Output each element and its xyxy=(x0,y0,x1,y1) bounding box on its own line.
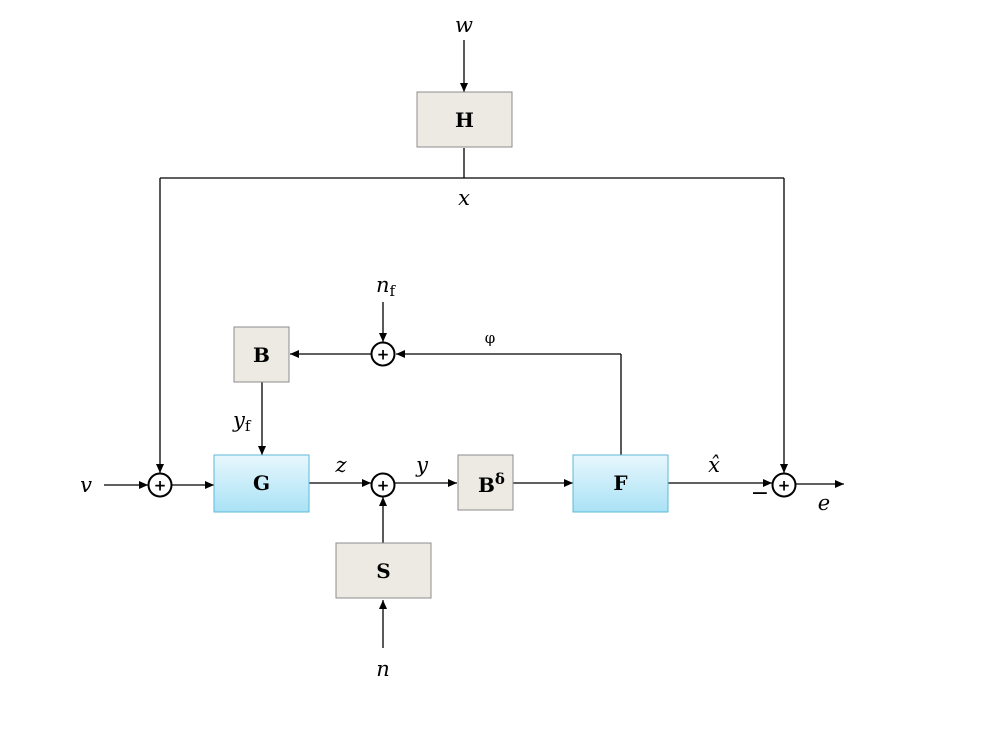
label-nf-sub: f xyxy=(390,282,397,300)
label-w: w xyxy=(455,13,473,37)
sum-junction-noise: + xyxy=(370,472,396,498)
block-f-label: F xyxy=(613,471,627,495)
sum-junction-input-plus: + xyxy=(154,477,167,495)
block-s-label: S xyxy=(376,559,390,583)
sum-junction-feedback: + xyxy=(370,341,396,367)
label-e: e xyxy=(818,491,830,515)
sum-junction-feedback-plus: + xyxy=(377,346,390,364)
label-yf-sub: f xyxy=(245,417,252,435)
label-x: x xyxy=(458,186,470,210)
label-y: y xyxy=(415,453,429,477)
block-b-delta-base: B xyxy=(478,473,495,497)
block-b-delta-sup: δ xyxy=(495,470,505,488)
label-yf-base: y xyxy=(232,408,246,432)
label-n: n xyxy=(376,657,390,681)
label-yf: yf xyxy=(232,408,252,435)
sum-junction-input: + xyxy=(147,472,173,498)
sum-junction-noise-plus: + xyxy=(377,477,390,495)
block-b-delta: Bδ xyxy=(457,454,514,511)
block-b-label: B xyxy=(253,343,270,367)
block-h-label: H xyxy=(455,108,474,132)
label-v: v xyxy=(80,473,92,497)
label-nf-base: n xyxy=(376,273,390,297)
block-b: B xyxy=(233,326,290,383)
block-s: S xyxy=(335,542,432,599)
block-b-delta-label: Bδ xyxy=(478,470,505,497)
sum-junction-error: + xyxy=(771,472,797,498)
block-g-label: G xyxy=(253,471,270,495)
minus-sign: − xyxy=(751,481,769,506)
block-f: F xyxy=(572,454,669,513)
label-nf: nf xyxy=(376,273,397,300)
label-z: z xyxy=(334,453,347,477)
label-xhat: x̂ xyxy=(708,453,720,477)
block-h: H xyxy=(416,91,513,148)
label-phi: φ xyxy=(485,329,496,347)
block-g: G xyxy=(213,454,310,513)
sum-junction-error-plus: + xyxy=(778,477,791,495)
